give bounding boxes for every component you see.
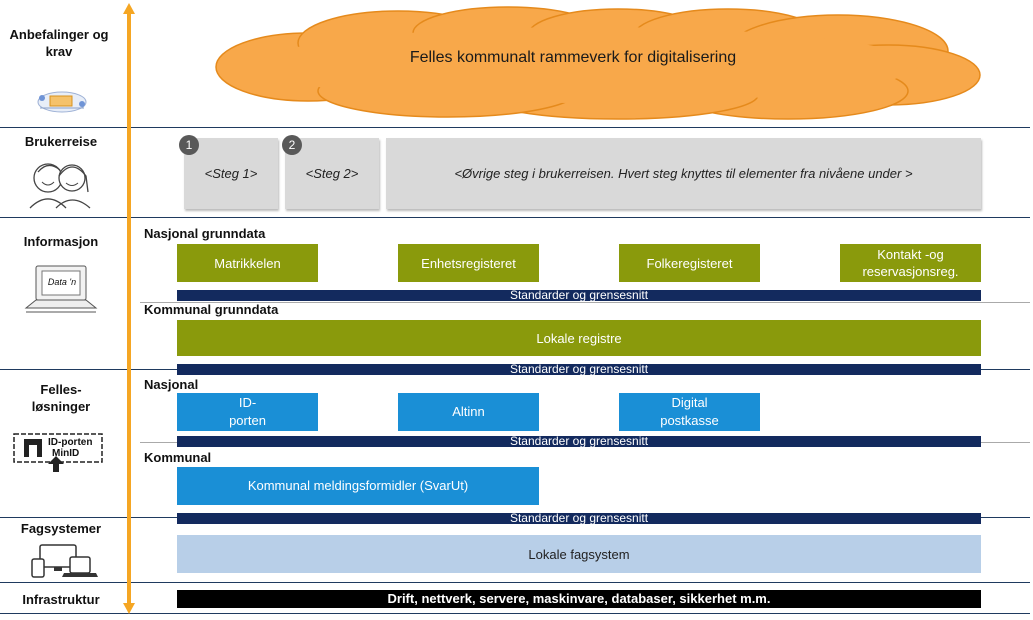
row-separator [0,582,1030,583]
step-2-label: <Steg 2> [305,166,359,181]
step-1-label: <Steg 1> [204,166,258,181]
step-2-badge: 2 [282,135,302,155]
box-altinn[interactable]: Altinn [398,393,539,431]
box-lokale-fagsystem[interactable]: Lokale fagsystem [177,535,981,573]
standards-band-3: Standarder og grensesnitt [177,435,981,447]
row-label-infrastruktur: Infrastruktur [22,592,100,607]
box-folkeregisteret[interactable]: Folkeregisteret [619,244,760,282]
box-kontakt-reservasjon[interactable]: Kontakt -og reservasjonsreg. [840,244,981,282]
kommunal-grunndata-title: Kommunal grunndata [144,302,279,317]
row-label-fagsystemer: Fagsystemer [20,521,102,536]
standards-band-1: Standarder og grensesnitt [177,289,981,301]
nasjonal-grunndata-title: Nasjonal grunndata [144,226,266,241]
users-icon [29,163,91,209]
laptop-data-icon: Data 'n [22,262,100,318]
nasjonal-title: Nasjonal [144,377,199,392]
data-icon-text: Data 'n [47,277,77,287]
row-label-informasjon: Informasjon [23,234,99,249]
devices-icon [31,544,98,578]
recommendations-icon [37,91,87,113]
step-1[interactable]: <Steg 1> [184,138,278,209]
row-label-felles-1: Felles- [40,382,82,397]
idporten-logo-text: ID-porten [48,437,93,448]
box-infrastruktur[interactable]: Drift, nettverk, servere, maskinvare, da… [177,590,981,608]
vertical-axis-arrow [127,12,131,606]
standards-band-2: Standarder og grensesnitt [177,363,981,375]
box-matrikkelen[interactable]: Matrikkelen [177,244,318,282]
box-enhetsregisteret[interactable]: Enhetsregisteret [398,244,539,282]
cloud-shape [215,6,981,120]
row-separator [0,613,1030,614]
minid-logo-text: MinID [52,448,80,459]
idporten-logo-icon: ID-porten MinID [10,432,108,472]
cloud-title: Felles kommunalt rammeverk for digitalis… [409,49,737,66]
arrow-down-icon [123,603,135,614]
box-digital-postkasse[interactable]: Digital postkasse [619,393,760,431]
row-label-brukerreise: Brukerreise [24,134,98,149]
kommunal-title: Kommunal [144,450,212,465]
step-rest-label: <Øvrige steg i brukerreisen. Hvert steg … [454,166,913,181]
row-separator [0,217,1030,218]
row-label-anbefalinger: Anbefalinger og krav [9,27,109,59]
arrow-up-icon [123,3,135,14]
box-kommunal-meldingsformidler[interactable]: Kommunal meldingsformidler (SvarUt) [177,467,539,505]
box-idporten[interactable]: ID-porten [177,393,318,431]
box-lokale-registre[interactable]: Lokale registre [177,320,981,356]
divider-line [140,302,1030,303]
row-label-felles-2: løsninger [31,399,91,414]
step-rest[interactable]: <Øvrige steg i brukerreisen. Hvert steg … [386,138,981,209]
standards-band-4: Standarder og grensesnitt [177,512,981,524]
row-separator [0,127,1030,128]
step-1-badge: 1 [179,135,199,155]
